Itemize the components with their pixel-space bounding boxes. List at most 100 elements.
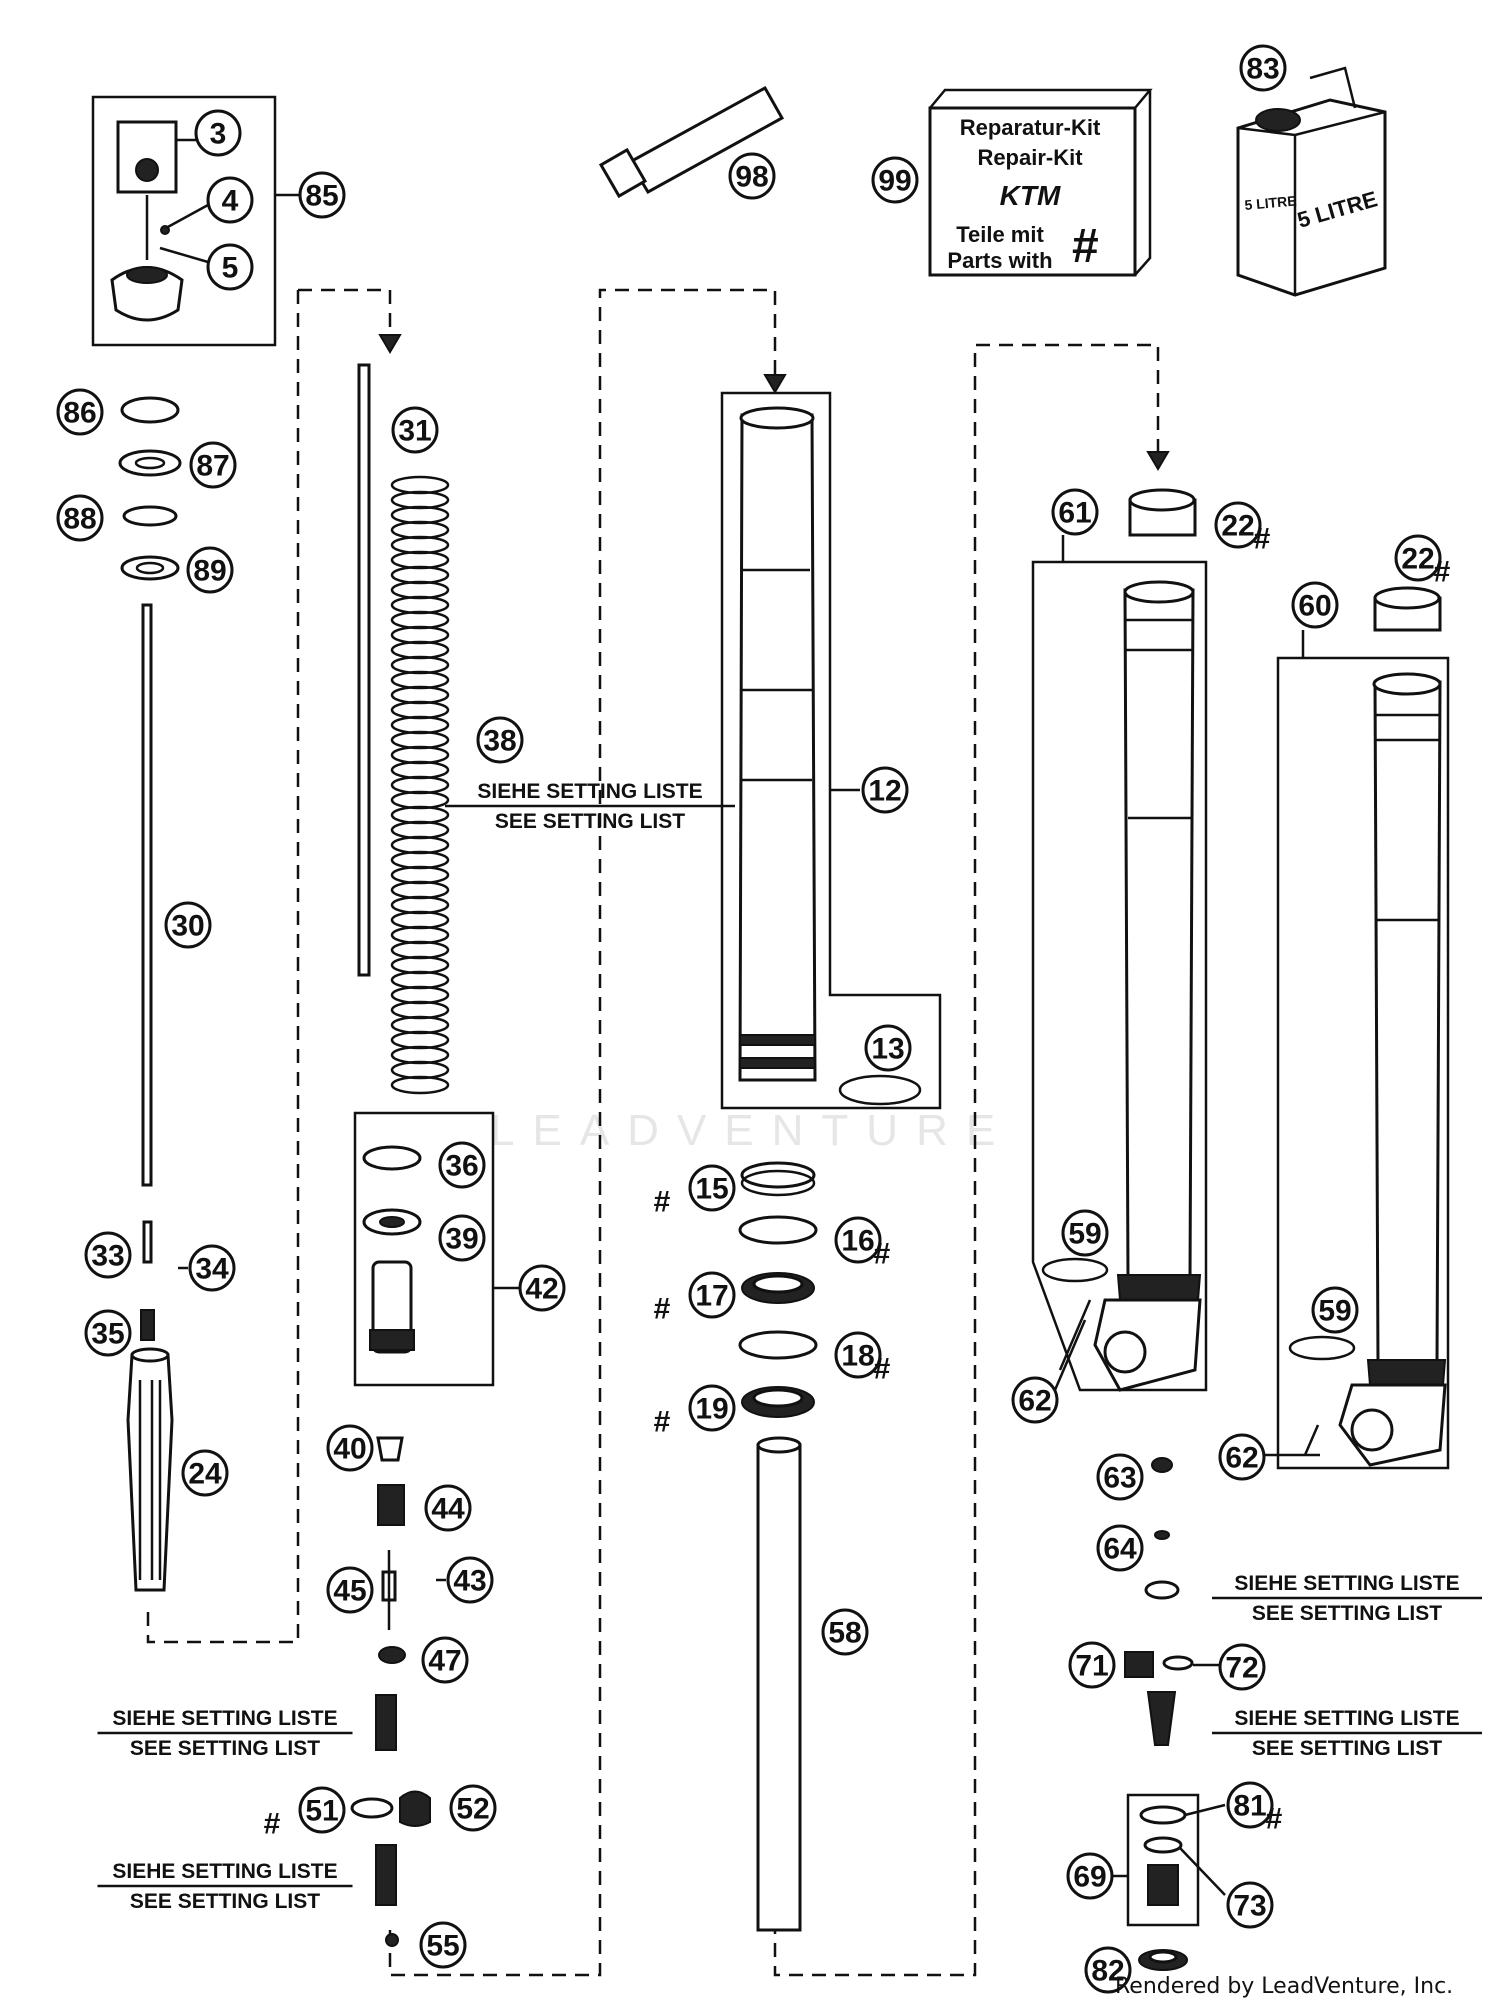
callout-label: 4 [222, 185, 239, 218]
callout-label: 44 [431, 1493, 465, 1526]
callout-label: 81 [1233, 1790, 1266, 1823]
callout-label: 42 [525, 1273, 558, 1306]
callout-31: 31 [391, 406, 439, 454]
spring-coil [390, 850, 450, 870]
grease-tube-98 [598, 85, 785, 199]
parts-63-82 [1124, 1457, 1194, 1971]
note-line2: SEE SETTING LIST [1252, 1737, 1442, 1760]
callout-13: 13 [864, 1024, 912, 1072]
note-line2: SEE SETTING LIST [130, 1890, 320, 1913]
callout-58: 58 [821, 1608, 869, 1656]
callout-45: 45 [326, 1566, 374, 1614]
spring-38 [390, 475, 450, 1095]
callout-label: 43 [453, 1565, 486, 1598]
callout-85: 85 [298, 171, 346, 219]
callout-22: 22# [1394, 534, 1451, 589]
group-box-69 [1126, 1793, 1200, 1927]
spring-coil [390, 625, 450, 645]
callout-label: 86 [63, 397, 96, 430]
callout-62: 62 [1218, 1433, 1266, 1481]
callout-22: 22# [1214, 501, 1271, 556]
note-line1: SIEHE SETTING LISTE [112, 1707, 337, 1730]
callout-label: 39 [445, 1223, 478, 1256]
spring-coil [390, 1000, 450, 1020]
spring-coil [390, 1030, 450, 1050]
spring-coil [390, 1075, 450, 1095]
callout-47: 47 [421, 1636, 469, 1684]
watermark: LEADVENTURE [490, 1106, 1013, 1155]
kit-line3: Teile mit [956, 222, 1044, 247]
spring-coil [390, 985, 450, 1005]
spring-coil [390, 745, 450, 765]
repair-kit-99: Reparatur-Kit Repair-Kit KTM Teile mit P… [928, 88, 1153, 277]
fork-leg-61 [1041, 580, 1202, 1392]
callout-label: 22 [1221, 510, 1254, 543]
spring-coil [390, 580, 450, 600]
callout-label: 55 [426, 1930, 459, 1963]
callout-label: 98 [735, 161, 768, 194]
callout-3: 3 [194, 109, 242, 157]
callout-label: 69 [1073, 1861, 1106, 1894]
note-line2: SEE SETTING LIST [130, 1737, 320, 1760]
spring-coil [390, 655, 450, 675]
callout-87: 87 [189, 441, 237, 489]
callout-label: 61 [1058, 497, 1091, 530]
callout-label: 82 [1091, 1955, 1124, 1988]
spring-coil [390, 880, 450, 900]
callout-label: 12 [868, 775, 901, 808]
note-line1: SIEHE SETTING LISTE [1234, 1572, 1459, 1595]
callout-label: 24 [188, 1458, 222, 1491]
callout-43: 43 [436, 1556, 494, 1604]
kit-line4: Parts with [947, 248, 1052, 273]
tube-58 [756, 1436, 802, 1932]
can-side-label: 5 LITRE [1244, 193, 1297, 213]
dashed-connector-lines [146, 288, 1160, 1977]
spring-coil [390, 730, 450, 750]
callout-label: 13 [871, 1033, 904, 1066]
callout-label: 72 [1225, 1652, 1258, 1685]
tube-12 [738, 406, 922, 1106]
parts-33-35 [140, 1220, 155, 1341]
callout-label: 71 [1075, 1650, 1108, 1683]
callout-19: 19# [654, 1384, 736, 1439]
callout-label: 88 [63, 503, 96, 536]
note-line2: SEE SETTING LIST [495, 810, 685, 833]
spring-coil [390, 610, 450, 630]
callout-30: 30 [164, 901, 212, 949]
callout-5: 5 [206, 243, 254, 291]
spring-coil [390, 640, 450, 660]
note-line1: SIEHE SETTING LISTE [477, 780, 702, 803]
spring-coil [390, 760, 450, 780]
callout-98: 98 [728, 152, 776, 200]
callout-label: 45 [333, 1575, 366, 1608]
cartridge-24 [126, 1347, 174, 1592]
spring-coil [390, 910, 450, 930]
hash-mark: # [1266, 1803, 1283, 1836]
spring-coil [390, 820, 450, 840]
callout-86: 86 [56, 388, 104, 436]
note-line1: SIEHE SETTING LISTE [112, 1860, 337, 1883]
callout-label: 52 [456, 1793, 489, 1826]
spring-coil [390, 670, 450, 690]
spring-coil [390, 490, 450, 510]
kit-line2: Repair-Kit [977, 145, 1083, 170]
spring-coil [390, 475, 450, 495]
callout-55: 55 [419, 1921, 467, 1969]
spring-coil [390, 865, 450, 885]
callout-39: 39 [438, 1214, 486, 1262]
leader-lines [159, 138, 1320, 1896]
spring-coil [390, 550, 450, 570]
callout-61: 61 [1051, 488, 1099, 536]
callout-59: 59 [1061, 1209, 1109, 1257]
callout-label: 17 [695, 1280, 728, 1313]
callout-73: 73 [1226, 1881, 1274, 1929]
bushing-22-a [1128, 488, 1197, 537]
spring-coil [390, 955, 450, 975]
hash-mark: # [264, 1808, 281, 1841]
callout-label: 73 [1233, 1890, 1266, 1923]
arrowheads [378, 334, 1170, 471]
spring-coil [390, 970, 450, 990]
callout-33: 33 [84, 1231, 132, 1279]
callout-label: 31 [398, 415, 431, 448]
